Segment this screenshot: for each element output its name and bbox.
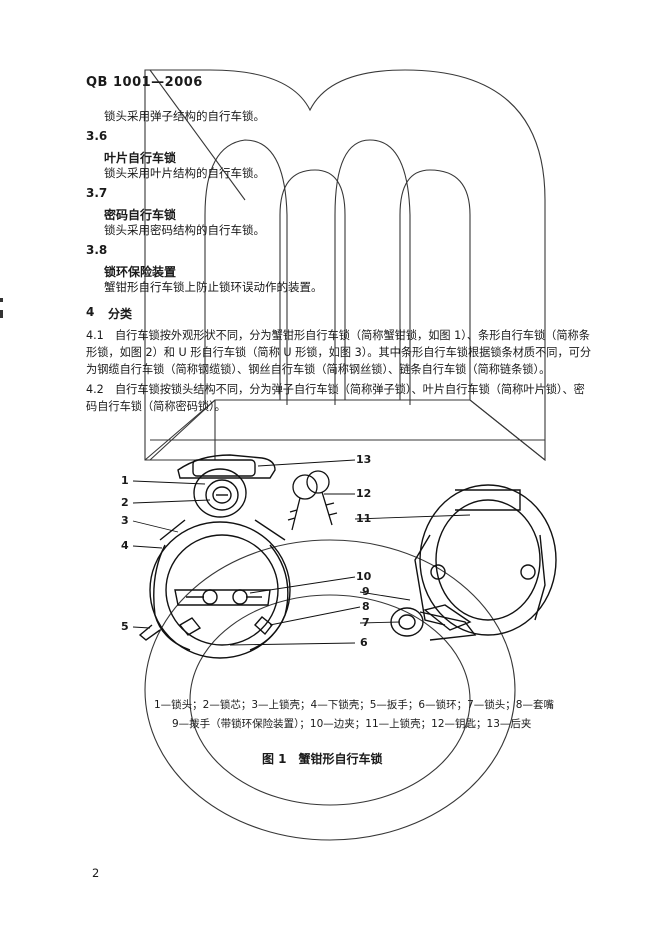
figure-label-7: 7 [362,616,370,629]
clause-4-1-line: 4.1 自行车锁按外观形状不同，分为蟹钳形自行车锁（简称蟹钳锁，如图 1）、条形… [86,329,590,342]
definition-3-8-number: 3.8 [86,243,108,257]
watermark-logo [144,69,546,841]
figure-legend-line-2: 9—拨手（带锁环保险装置）；10—边夹；11—上锁壳；12—钥匙；13—后夹 [172,718,532,730]
clause-4-1-line: 为钢缆自行车锁（简称钢缆锁）、钢丝自行车锁（简称钢丝锁）、链条自行车锁（简称链条… [86,363,551,376]
keys [287,470,338,531]
figure-label-5: 5 [121,620,129,633]
figure-label-8: 8 [362,600,370,613]
clause-4-1-line: 形锁，如图 2）和 U 形自行车锁（简称 U 形锁，如图 3）。其中条形自行车锁… [86,346,592,359]
chapter-4-number: 4 [86,305,95,319]
definition-3-7-text: 锁头采用密码结构的自行车锁。 [104,223,265,237]
definition-3-8-text: 蟹钳形自行车锁上防止锁环误动作的装置。 [104,280,323,294]
definition-3-6-number: 3.6 [86,129,108,143]
figure-label-6: 6 [360,636,368,649]
crab-claw-lock-right [390,484,557,641]
figure-label-2: 2 [121,496,129,509]
definition-3-8-term: 锁环保险装置 [104,265,177,279]
clause-4-2-line: 码自行车锁（简称密码锁）。 [86,400,226,413]
figure-caption: 图 1 蟹钳形自行车锁 [262,752,383,766]
leader-lines [132,459,471,646]
figure-label-11: 11 [356,512,372,525]
definition-3-7-number: 3.7 [86,186,108,200]
definition-3-5-text: 锁头采用弹子结构的自行车锁。 [104,109,265,123]
figure-label-4: 4 [121,539,129,552]
figure-label-3: 3 [121,514,129,527]
definition-3-6-text: 锁头采用叶片结构的自行车锁。 [104,166,265,180]
chapter-4-title: 分类 [108,307,133,321]
definition-3-7-term: 密码自行车锁 [104,208,177,222]
figure-label-12: 12 [356,487,372,500]
figure-legend-line-1: 1—锁头；2—锁芯；3—上锁壳；4—下锁壳；5—扳手；6—锁环；7—锁头；8—套… [154,699,554,711]
crab-claw-lock-left [138,454,291,659]
figure-label-9: 9 [362,585,370,598]
definition-3-6-term: 叶片自行车锁 [104,151,177,165]
figure-label-10: 10 [356,570,372,583]
document-header: QB 1001—2006 [86,75,203,90]
clause-4-1: 4.1 自行车锁按外观形状不同，分为蟹钳形自行车锁（简称蟹钳锁，如图 1）、条形… [86,327,616,378]
figure-label-13: 13 [356,453,372,466]
figure-label-1: 1 [121,474,129,487]
page-number: 2 [92,866,100,880]
